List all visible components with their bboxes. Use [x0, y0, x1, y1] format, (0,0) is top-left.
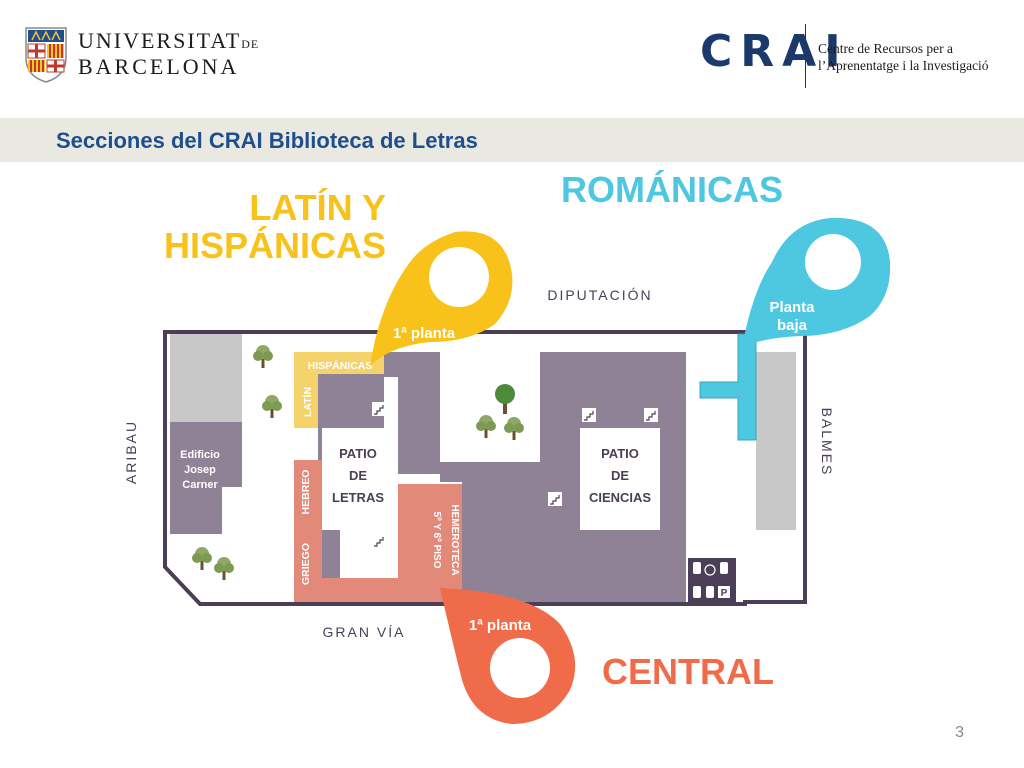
library-map: Edificio Josep Carner HISPÁNICAS LATÍN H… — [123, 169, 891, 724]
central-floor: 1ª planta — [469, 617, 532, 634]
latin-hispanicas-title-line1: LATÍN Y — [249, 187, 386, 228]
main-building-east — [462, 352, 686, 602]
slide-title: Secciones del CRAI Biblioteca de Letras — [56, 128, 478, 153]
latin-hispanicas-title-line2: HISPÁNICAS — [164, 225, 386, 266]
ub-name-line2: BARCELONA — [78, 54, 240, 79]
stairs-icon — [644, 408, 658, 422]
patio-ciencias-line2: DE — [611, 468, 629, 483]
street-aribau: ARIBAU — [123, 420, 139, 484]
patio-letras-line2: DE — [349, 468, 367, 483]
parking-label: P — [721, 588, 728, 599]
slide-header: UNIVERSITATDE BARCELONA CRAI Centre de R… — [0, 0, 1024, 118]
balmes-gray-block — [756, 352, 796, 530]
marker-hole — [490, 638, 550, 698]
hispanicas-label: HISPÁNICAS — [308, 359, 373, 372]
latin-hispanicas-floor: 1ª planta — [393, 325, 456, 342]
main-building-west — [384, 352, 440, 474]
page-number: 3 — [955, 724, 964, 741]
hemeroteca-line2: 5º Y 6º PISO — [431, 512, 442, 569]
parking-sign — [718, 586, 730, 598]
crai-desc-line1: Centre de Recursos per a — [818, 41, 953, 56]
car-icon — [693, 562, 728, 598]
patio-letras — [322, 428, 396, 530]
patio-ciencias-line1: PATIO — [601, 446, 639, 461]
romanicas-title: ROMÁNICAS — [561, 169, 783, 210]
romanicas-floor-line2: baja — [777, 317, 808, 334]
patio-ciencias — [580, 428, 660, 530]
josep-carner-line1: Edificio — [180, 449, 220, 461]
crai-description: Centre de Recursos per a l’Aprenentatge … — [818, 40, 989, 74]
romanicas-floor-line1: Planta — [769, 299, 815, 316]
connector-building — [440, 462, 580, 482]
josep-carner-building — [170, 422, 242, 534]
stairs-icon — [372, 402, 386, 416]
hemeroteca-area — [398, 484, 462, 584]
patio-letras-line1: PATIO — [339, 446, 377, 461]
latin-label: LATÍN — [301, 387, 314, 417]
patio-ciencias-line3: CIENCIAS — [589, 490, 651, 505]
hemeroteca-line1: HEMEROTECA — [449, 504, 460, 575]
large-tree-icon — [495, 384, 515, 414]
josep-carner-line2: Josep — [184, 464, 216, 476]
crai-divider — [805, 24, 806, 88]
street-balmes: BALMES — [819, 408, 835, 477]
crai-desc-line2: l’Aprenentatge i la Investigació — [818, 58, 989, 73]
central-title: CENTRAL — [602, 651, 774, 692]
ub-name-line1: UNIVERSITAT — [78, 28, 242, 53]
crai-logo: CRAI — [700, 26, 849, 77]
patio-letras-line3: LETRAS — [332, 490, 384, 505]
marker-hole — [429, 247, 489, 307]
university-logo-text: UNIVERSITATDE BARCELONA — [78, 30, 259, 78]
latin-hispanicas-inner — [318, 374, 384, 428]
griego-label: GRIEGO — [300, 543, 312, 585]
josep-carner-line3: Carner — [182, 479, 218, 491]
stairs-icon — [582, 408, 596, 422]
hebreo-label: HEBREO — [300, 470, 312, 515]
title-band — [0, 118, 1024, 162]
stairs-icon — [372, 534, 386, 548]
street-gran-via: GRAN VÍA — [323, 624, 406, 640]
marker-hole — [805, 234, 861, 290]
street-diputacion: DIPUTACIÓN — [547, 287, 652, 303]
hebreo-griego-area — [294, 460, 322, 602]
parking-circle-icon — [704, 564, 716, 576]
stairs-icon — [548, 492, 562, 506]
university-shield-icon — [25, 27, 67, 83]
josep-carner-gray — [170, 334, 242, 422]
ub-name-de: DE — [241, 37, 260, 51]
romanicas-area — [699, 333, 757, 441]
